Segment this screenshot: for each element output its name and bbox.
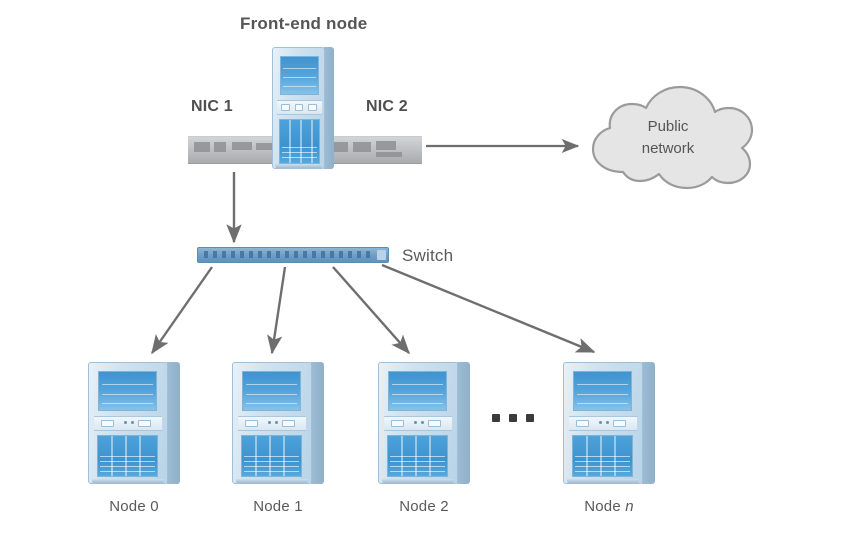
tower-drive-bay	[573, 371, 632, 411]
node-tower-1	[232, 362, 324, 484]
node-label-1: Node 1	[232, 498, 324, 515]
nic-port	[214, 142, 226, 152]
tower-button-row	[94, 416, 162, 431]
nic-2-label: NIC 2	[366, 98, 408, 115]
tower-button	[281, 103, 290, 111]
tower-lower-bay	[279, 119, 320, 164]
tower-drive-bay	[242, 371, 301, 411]
tower-base	[275, 164, 322, 168]
node-label-index: 0	[150, 498, 159, 515]
node-tower-n	[563, 362, 655, 484]
tower-button	[391, 419, 404, 427]
nic-port	[232, 142, 252, 150]
nic-strip-right	[330, 136, 422, 164]
tower-button-row	[238, 416, 306, 431]
nic-1-label: NIC 1	[191, 98, 233, 115]
tower-button	[308, 103, 317, 111]
tower-button	[295, 103, 303, 111]
nic-port	[376, 152, 402, 157]
tower-drive-bay	[280, 56, 319, 95]
switch-label: Switch	[402, 246, 454, 265]
front-end-node-tower	[272, 47, 334, 169]
nic-port	[334, 142, 348, 152]
node-label-prefix: Node	[399, 498, 441, 515]
tower-lower-bay	[97, 435, 158, 477]
switch-end-tab	[377, 250, 386, 260]
tower-base	[92, 479, 164, 483]
tower-front-panel	[378, 362, 458, 484]
tower-button-row	[569, 416, 637, 431]
nic-strip-left	[188, 136, 286, 164]
tower-front-panel	[88, 362, 168, 484]
tower-button	[613, 419, 626, 427]
tower-button	[245, 419, 258, 427]
tower-lower-bay	[241, 435, 302, 477]
arrow-switch-to-node-1	[267, 266, 287, 355]
node-label-index: 1	[294, 498, 303, 515]
tower-button	[138, 419, 151, 427]
tower-button	[576, 419, 589, 427]
tower-base	[236, 479, 308, 483]
tower-side-panel	[167, 362, 180, 484]
node-label-n: Node n	[563, 498, 655, 515]
network-switch	[197, 247, 389, 263]
arrow-switch-to-node-0	[151, 266, 213, 355]
tower-side-panel	[311, 362, 324, 484]
tower-front-panel	[272, 47, 325, 169]
tower-drive-bay	[388, 371, 447, 411]
tower-base	[382, 479, 454, 483]
node-label-index: n	[625, 498, 634, 515]
tower-front-panel	[232, 362, 312, 484]
tower-side-panel	[324, 47, 334, 169]
nic-port	[256, 143, 278, 150]
node-label-prefix: Node	[109, 498, 151, 515]
node-label-index: 2	[440, 498, 449, 515]
arrow-switch-to-node-2	[332, 266, 410, 355]
nic-port	[376, 141, 396, 150]
tower-button-row	[384, 416, 452, 431]
tower-front-panel	[563, 362, 643, 484]
tower-button	[282, 419, 295, 427]
node-tower-0	[88, 362, 180, 484]
tower-base	[567, 479, 639, 483]
tower-lower-bay	[387, 435, 448, 477]
nodes-ellipsis	[492, 414, 534, 422]
arrow-switch-to-node-n	[381, 263, 596, 354]
public-network-cloud: Public network	[575, 78, 760, 190]
tower-button	[101, 419, 114, 427]
node-label-prefix: Node	[253, 498, 295, 515]
node-label-2: Node 2	[378, 498, 470, 515]
tower-lower-bay	[572, 435, 633, 477]
tower-button-row	[277, 100, 322, 115]
node-label-0: Node 0	[88, 498, 180, 515]
node-tower-2	[378, 362, 470, 484]
nic-port	[194, 142, 210, 152]
tower-side-panel	[457, 362, 470, 484]
node-label-prefix: Node	[584, 498, 626, 515]
tower-drive-bay	[98, 371, 157, 411]
tower-side-panel	[642, 362, 655, 484]
nic-port	[353, 142, 371, 152]
public-network-label: Public network	[641, 118, 695, 157]
front-end-node-title: Front-end node	[240, 14, 368, 33]
tower-button	[428, 419, 441, 427]
